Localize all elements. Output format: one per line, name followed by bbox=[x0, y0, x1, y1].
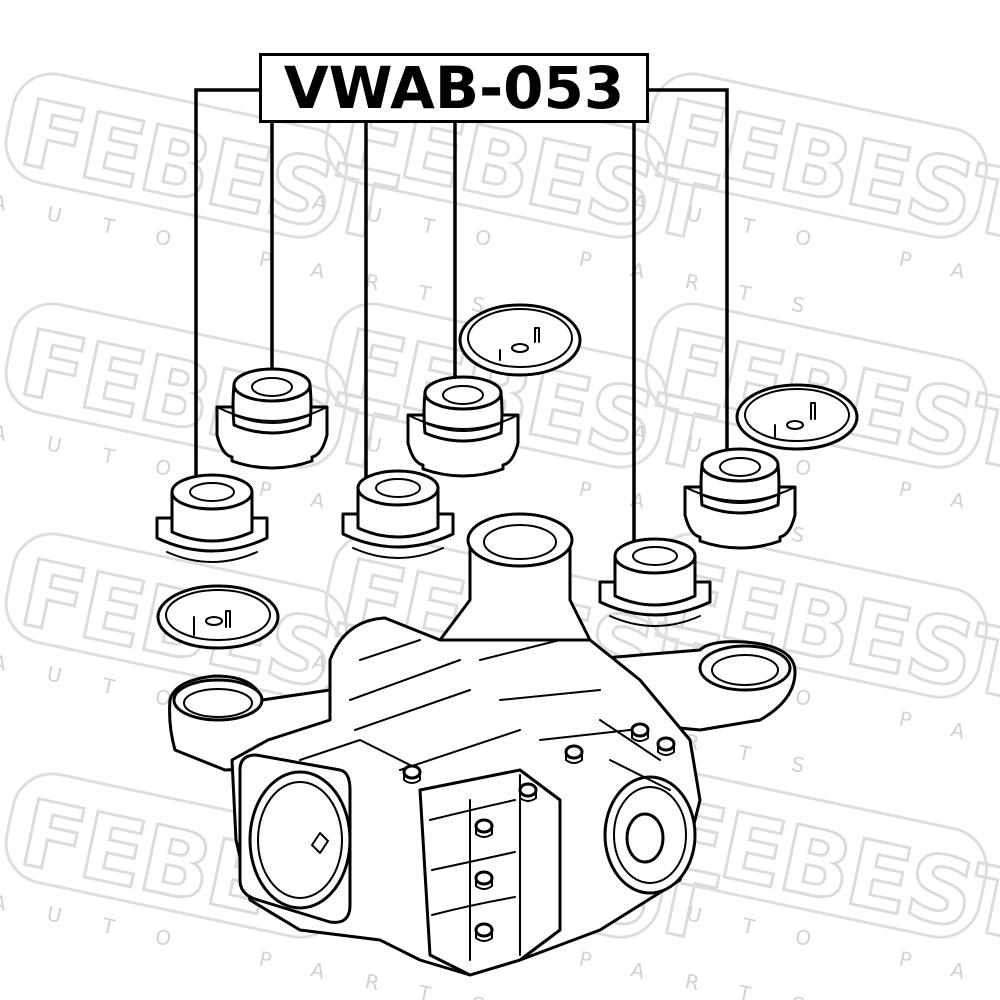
part-number-text: VWAB-053 bbox=[283, 54, 625, 122]
leader-line-6 bbox=[649, 88, 729, 452]
bushing bbox=[155, 473, 269, 563]
bolt bbox=[630, 722, 650, 742]
bushing bbox=[598, 537, 712, 627]
bushing bbox=[683, 447, 797, 550]
bolt bbox=[656, 736, 676, 756]
bolt bbox=[564, 744, 584, 764]
bushing bbox=[215, 367, 329, 470]
part-number-label: VWAB-053 bbox=[259, 53, 649, 123]
bolt bbox=[518, 782, 538, 802]
bolt bbox=[402, 764, 422, 784]
differential-housing bbox=[168, 512, 797, 977]
washer bbox=[156, 584, 280, 650]
leader-line-1 bbox=[194, 88, 262, 482]
washer bbox=[735, 383, 859, 451]
leader-lines bbox=[194, 88, 729, 547]
bushing bbox=[341, 469, 455, 559]
washer bbox=[458, 303, 582, 377]
bolt bbox=[474, 818, 494, 838]
bolt bbox=[474, 870, 494, 890]
bushing bbox=[406, 375, 520, 478]
bolt bbox=[474, 922, 494, 942]
